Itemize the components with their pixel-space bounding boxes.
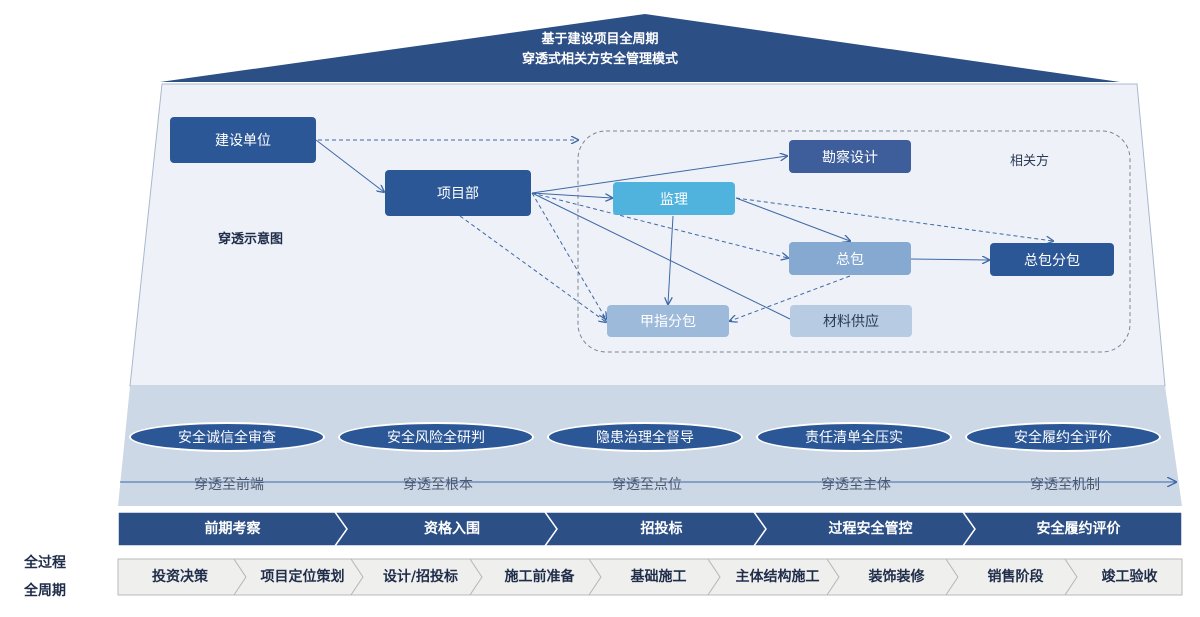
lifecycle-label-line1: 全过程	[24, 555, 66, 571]
arrow-project-to-material	[531, 192, 791, 320]
node-supervision: 监理	[613, 182, 735, 215]
pillar-ellipse: 安全诚信全审查	[129, 422, 325, 452]
related-party-label: 相关方	[1010, 154, 1050, 169]
pillar-ellipse: 安全风险全研判	[338, 422, 534, 452]
arrow-supervision-to-gc-sub	[735, 197, 1053, 241]
node-gc-subcontract: 总包分包	[990, 243, 1114, 276]
lifecycle-label-line2: 全周期	[24, 583, 66, 599]
penetration-label: 穿透至前端	[194, 477, 264, 493]
model-title-line2: 穿透式相关方安全管理模式	[521, 52, 678, 67]
arrow-project-to-gc	[531, 192, 788, 258]
pillar-ellipse: 隐患治理全督导	[547, 422, 743, 452]
stage-label: 主体结构施工	[735, 569, 820, 585]
pillar-ellipse: 安全履约全评价	[965, 422, 1161, 452]
diagram-caption: 穿透示意图	[218, 232, 284, 247]
arrow-gc-to-owner-sub	[730, 275, 851, 321]
related-party-group	[577, 130, 1131, 353]
phase-label: 过程安全管控	[828, 521, 913, 537]
stage-label: 装饰装修	[868, 569, 925, 585]
node-project-dept: 项目部	[385, 170, 531, 216]
phase-chevrons	[117, 511, 1183, 547]
arrow-project-to-supervision	[531, 192, 612, 198]
node-general-contractor: 总包	[789, 242, 911, 275]
arrow-supervision-to-owner-sub	[668, 215, 674, 304]
stage-chevrons	[117, 558, 1183, 596]
arrow-gc-to-gc-sub	[910, 259, 989, 260]
stage-label: 设计/招投标	[382, 569, 459, 585]
arrow-owner-to-project	[315, 139, 384, 192]
node-owner: 建设单位	[170, 117, 316, 163]
penetration-label: 穿透至主体	[821, 477, 891, 493]
node-owner-subcontract: 甲指分包	[607, 305, 729, 337]
stage-label: 销售阶段	[987, 569, 1044, 585]
phase-label: 前期考察	[204, 521, 261, 537]
node-survey-design: 勘察设计	[789, 140, 911, 173]
pillar-ellipse: 责任清单全压实	[756, 422, 952, 452]
model-title: 基于建设项目全周期 穿透式相关方安全管理模式	[450, 30, 750, 70]
roof	[160, 14, 1120, 82]
penetration-label: 穿透至根本	[403, 477, 473, 493]
stage-label: 施工前准备	[504, 569, 575, 585]
phase-label: 资格入围	[424, 521, 480, 537]
arrow-project-to-survey	[531, 156, 787, 194]
arrow-supervision-to-gc	[735, 197, 850, 241]
phase-label: 安全履约评价	[1036, 521, 1121, 537]
stage-label: 项目定位策划	[260, 569, 345, 585]
stage-label: 投资决策	[152, 569, 208, 585]
node-material-supply: 材料供应	[790, 305, 912, 337]
arrow-project-to-owner-sub	[531, 192, 606, 319]
stage-label: 基础施工	[630, 569, 687, 585]
stage-label: 竣工验收	[1101, 569, 1158, 585]
model-title-line1: 基于建设项目全周期	[541, 32, 659, 47]
penetration-label: 穿透至点位	[612, 477, 682, 493]
penetration-label: 穿透至机制	[1030, 477, 1100, 493]
arrow-project-down-left	[459, 215, 606, 322]
phase-label: 招投标	[640, 521, 683, 537]
